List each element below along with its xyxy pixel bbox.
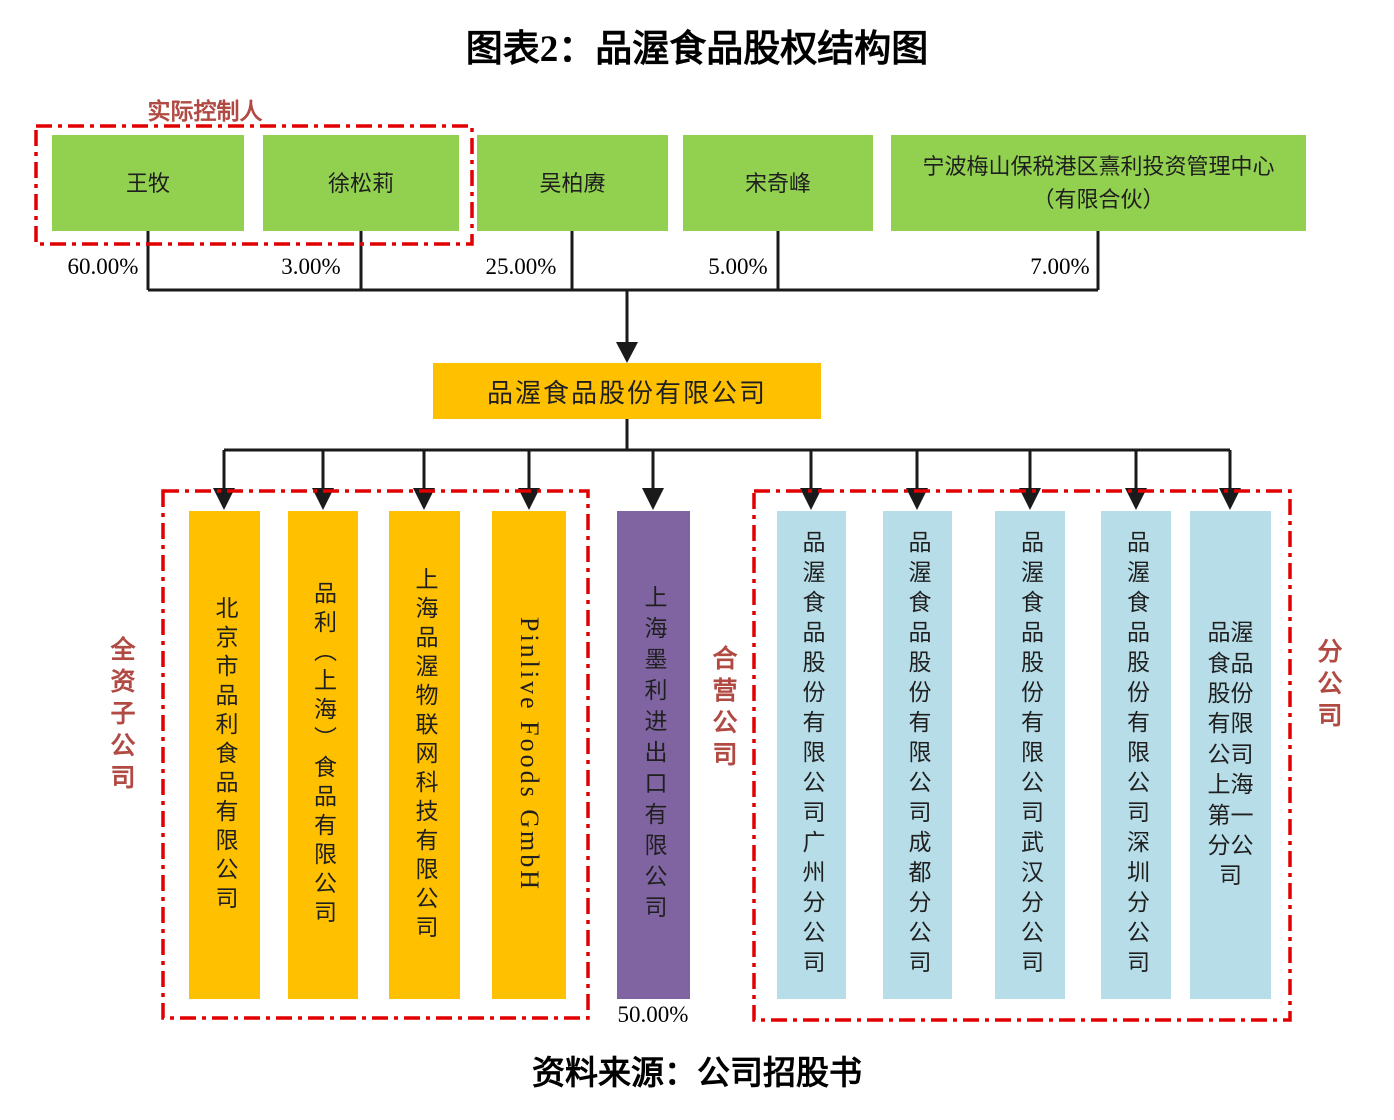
branch-box-wuhan: 品渥食品股份有限公司武汉分公司 — [995, 511, 1065, 999]
actual-controller-label: 实际控制人 — [147, 99, 263, 124]
branch-name: 品渥食品股份有限公司武汉分公司 — [1017, 530, 1043, 980]
subsidiary-box-shanghai-pinwo-iot: 上海品渥物联网科技有限公司 — [389, 511, 460, 999]
subsidiary-connectors — [222, 419, 1232, 490]
joint-venture-group-label: 合营公司 — [709, 645, 736, 773]
branch-name: 品渥食品股份有限公司广州分公司 — [799, 530, 824, 980]
pct-label-xusongli: 3.00% — [281, 254, 341, 279]
pct-label-wangmu: 60.00% — [67, 254, 139, 279]
branch-name: 品渥食品股份有限公司深圳分公司 — [1123, 530, 1149, 980]
shareholder-box-wangmu: 王牧 — [52, 135, 244, 231]
dashed-group-frames — [34, 124, 1292, 1022]
branches-frame — [752, 489, 1292, 1022]
parent-company-box: 品渥食品股份有限公司 — [433, 363, 821, 419]
shareholder-box-songqifeng: 宋奇峰 — [683, 135, 873, 231]
shareholder-box-wubogeng: 吴柏赓 — [477, 135, 668, 231]
branch-box-shanghai-no1: 品渥食品股份有限公司上海第一分公司 — [1190, 511, 1271, 999]
branch-name: 品渥食品股份有限公司成都分公司 — [905, 530, 930, 980]
arrow-down-icons — [213, 488, 1241, 510]
pct-label-songqifeng: 5.00% — [708, 254, 768, 279]
arrow-down-to-company-icon — [616, 342, 638, 363]
pct-label-wubogeng: 25.00% — [485, 254, 557, 279]
subsidiary-name: 品利（上海）食品有限公司 — [310, 581, 336, 929]
wholly-owned-group-label: 全资子公司 — [107, 636, 134, 796]
shareholder-box-xusongli: 徐松莉 — [263, 135, 459, 231]
subsidiary-box-pinlive-foods-gmbh: Pinlive Foods GmbH — [492, 511, 566, 999]
branches-group-label: 分公司 — [1314, 638, 1341, 734]
branch-box-chengdu: 品渥食品股份有限公司成都分公司 — [883, 511, 952, 999]
subsidiary-name: Pinlive Foods GmbH — [515, 617, 544, 893]
actual-controller-frame — [34, 124, 474, 246]
subsidiary-box-pinli-shanghai: 品利（上海）食品有限公司 — [288, 511, 358, 999]
wholly-owned-frame — [161, 489, 590, 1020]
joint-venture-box-shanghai-moli: 上海墨利进出口有限公司 — [617, 511, 690, 999]
branch-name: 品渥食品股份有限公司上海第一分公司 — [1207, 620, 1254, 889]
branch-box-shenzhen: 品渥食品股份有限公司深圳分公司 — [1101, 511, 1171, 999]
subsidiary-box-beijing-pinli: 北京市品利食品有限公司 — [189, 511, 260, 999]
source-note: 资料来源：公司招股书 — [532, 1056, 862, 1092]
branch-box-guangzhou: 品渥食品股份有限公司广州分公司 — [777, 511, 846, 999]
subsidiary-name: 北京市品利食品有限公司 — [212, 595, 237, 915]
subsidiary-name: 上海品渥物联网科技有限公司 — [412, 566, 437, 944]
joint-venture-name: 上海墨利进出口有限公司 — [641, 584, 666, 926]
page-title: 图表2：品渥食品股权结构图 — [465, 29, 929, 70]
shareholder-box-ningbo-partnership: 宁波梅山保税港区熹利投资管理中心（有限合伙） — [891, 135, 1306, 231]
pct-label-joint-venture: 50.00% — [617, 1002, 689, 1027]
pct-label-ningbo: 7.00% — [1030, 254, 1090, 279]
shareholder-connectors — [146, 231, 1100, 344]
